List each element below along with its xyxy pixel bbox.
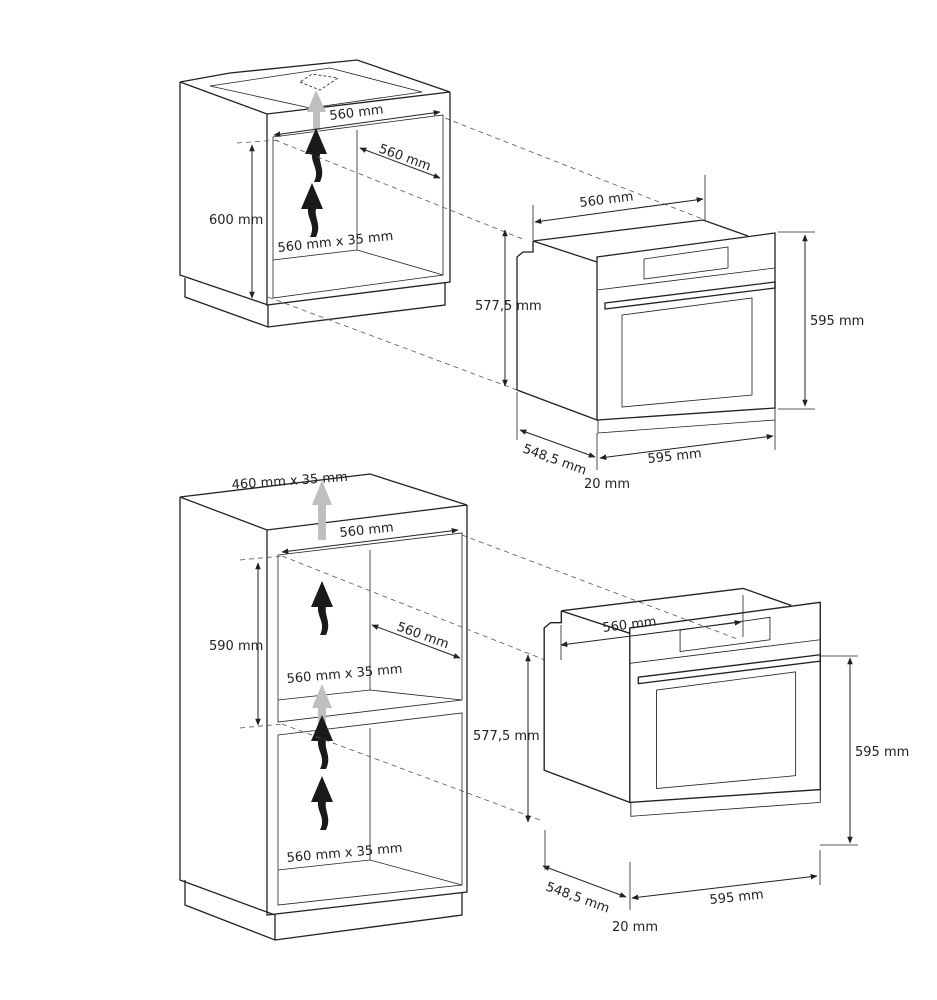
oven-bottom-front-height-label: 595 mm: [855, 745, 909, 760]
tall-cabinet-depth-label: 560 mm: [395, 620, 451, 653]
oven-bottom-body-height-label: 577,5 mm: [473, 729, 540, 744]
airflow-arrow-icon: [311, 715, 333, 769]
oven-body-height-label: 577,5 mm: [475, 299, 542, 314]
airflow-arrow-icon: [311, 581, 333, 635]
oven-top: 560 mm 577,5 mm 595 mm 548,5 mm 595 mm 2…: [475, 175, 864, 492]
oven-depth-label: 548,5 mm: [521, 442, 589, 479]
oven-bottom-front-width-label: 595 mm: [709, 887, 765, 908]
airflow-arrow-icon: [305, 128, 327, 182]
upper-vent-label: 560 mm x 35 mm: [286, 662, 403, 687]
oven-bottom-top-width-label: 560 mm: [602, 614, 658, 636]
oven-bottom: 560 mm 577,5 mm 595 mm 548,5 mm 595 mm 2…: [473, 587, 909, 935]
tall-cabinet-width-label: 560 mm: [339, 520, 395, 541]
airflow-arrow-icon: [301, 183, 323, 237]
tall-cabinet: 460 mm x 35 mm 560 mm 560 mm 590 mm 560 …: [179, 470, 741, 941]
cabinet-depth-label: 560 mm: [377, 142, 433, 175]
top-vent-label: 460 mm x 35 mm: [231, 470, 348, 493]
airflow-arrow-icon: [311, 776, 333, 830]
vent-size-label: 560 mm x 35 mm: [277, 229, 394, 256]
cabinet-width-label: 560 mm: [329, 102, 385, 124]
lower-vent-label: 560 mm x 35 mm: [286, 841, 403, 866]
cabinet-height-label: 600 mm: [209, 213, 263, 228]
base-cabinet: 560 mm 560 mm 600 mm 560 mm x 35 mm: [179, 59, 706, 391]
oven-bottom-depth-label: 548,5 mm: [544, 880, 612, 917]
oven-front-width-label: 595 mm: [647, 446, 703, 467]
oven-top-width-label: 560 mm: [579, 189, 635, 211]
oven-bottom-panel-label: 20 mm: [612, 920, 658, 935]
oven-panel-label: 20 mm: [584, 477, 630, 492]
oven-front-height-label: 595 mm: [810, 314, 864, 329]
tall-cabinet-height-label: 590 mm: [209, 639, 263, 654]
